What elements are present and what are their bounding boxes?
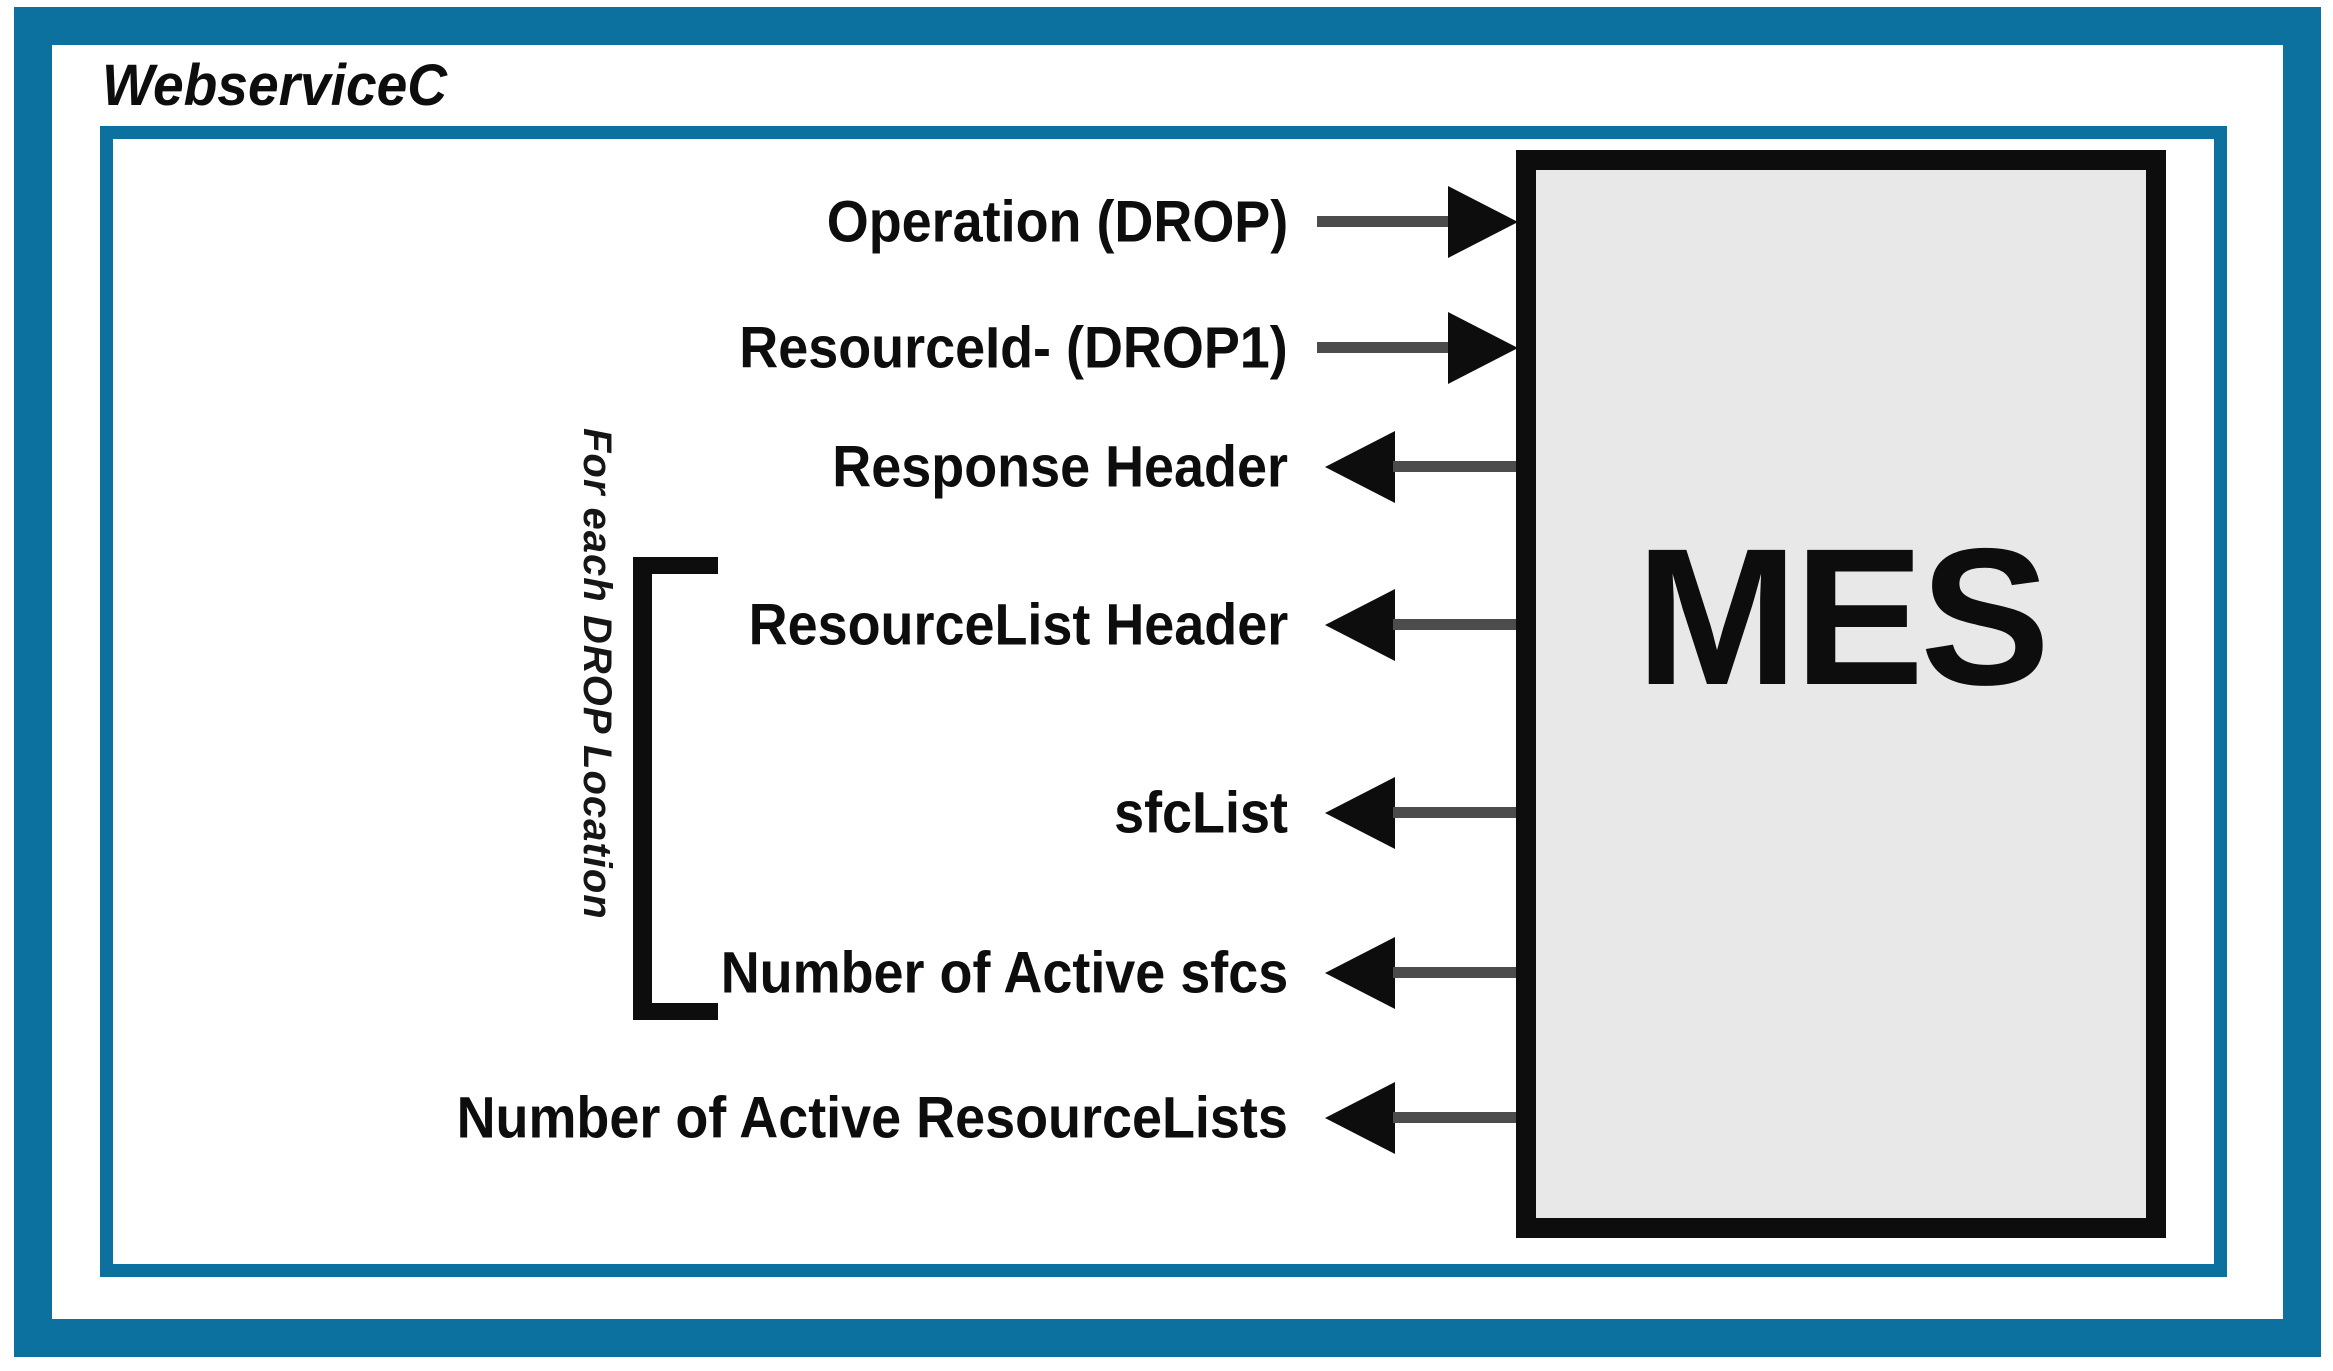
output-row-response-header: Response Header [0, 430, 2333, 504]
input-label: Operation (DROP) [826, 189, 1288, 255]
arrow-line [1317, 342, 1450, 353]
arrow-right-icon [1448, 186, 1518, 258]
arrow-left-icon [1325, 1082, 1395, 1154]
mes-system-box: MES [1516, 150, 2166, 1238]
input-row-operation: Operation (DROP) [0, 185, 2333, 259]
arrow-line [1393, 461, 1516, 472]
arrow-left-icon [1325, 937, 1395, 1009]
arrow-left-icon [1325, 431, 1395, 503]
group-bracket-icon [633, 557, 718, 1020]
output-row-active-resourcelists: Number of Active ResourceLists [0, 1081, 2333, 1155]
diagram-title: WebserviceC [102, 53, 448, 118]
arrow-line [1317, 216, 1450, 227]
arrow-line [1393, 1112, 1516, 1123]
input-row-resourceid: ResourceId- (DROP1) [0, 311, 2333, 385]
arrow-line [1393, 807, 1516, 818]
arrow-left-icon [1325, 589, 1395, 661]
output-row-active-sfcs: Number of Active sfcs [0, 936, 2333, 1010]
arrow-line [1393, 967, 1516, 978]
output-label: sfcList [1114, 780, 1288, 846]
input-label: ResourceId- (DROP1) [739, 315, 1288, 381]
arrow-right-icon [1448, 312, 1518, 384]
output-label: Number of Active sfcs [720, 940, 1288, 1006]
arrow-left-icon [1325, 777, 1395, 849]
output-label: ResourceList Header [748, 592, 1288, 658]
output-label: Response Header [832, 434, 1288, 500]
output-label: Number of Active ResourceLists [456, 1085, 1288, 1151]
group-label: For each DROP Location [575, 428, 619, 920]
arrow-line [1393, 619, 1516, 630]
outer-frame [14, 7, 2321, 1357]
output-row-resourcelist-header: ResourceList Header [0, 588, 2333, 662]
inner-frame [100, 126, 2227, 1277]
output-row-sfclist: sfcList [0, 776, 2333, 850]
mes-label: MES [1635, 508, 2051, 726]
